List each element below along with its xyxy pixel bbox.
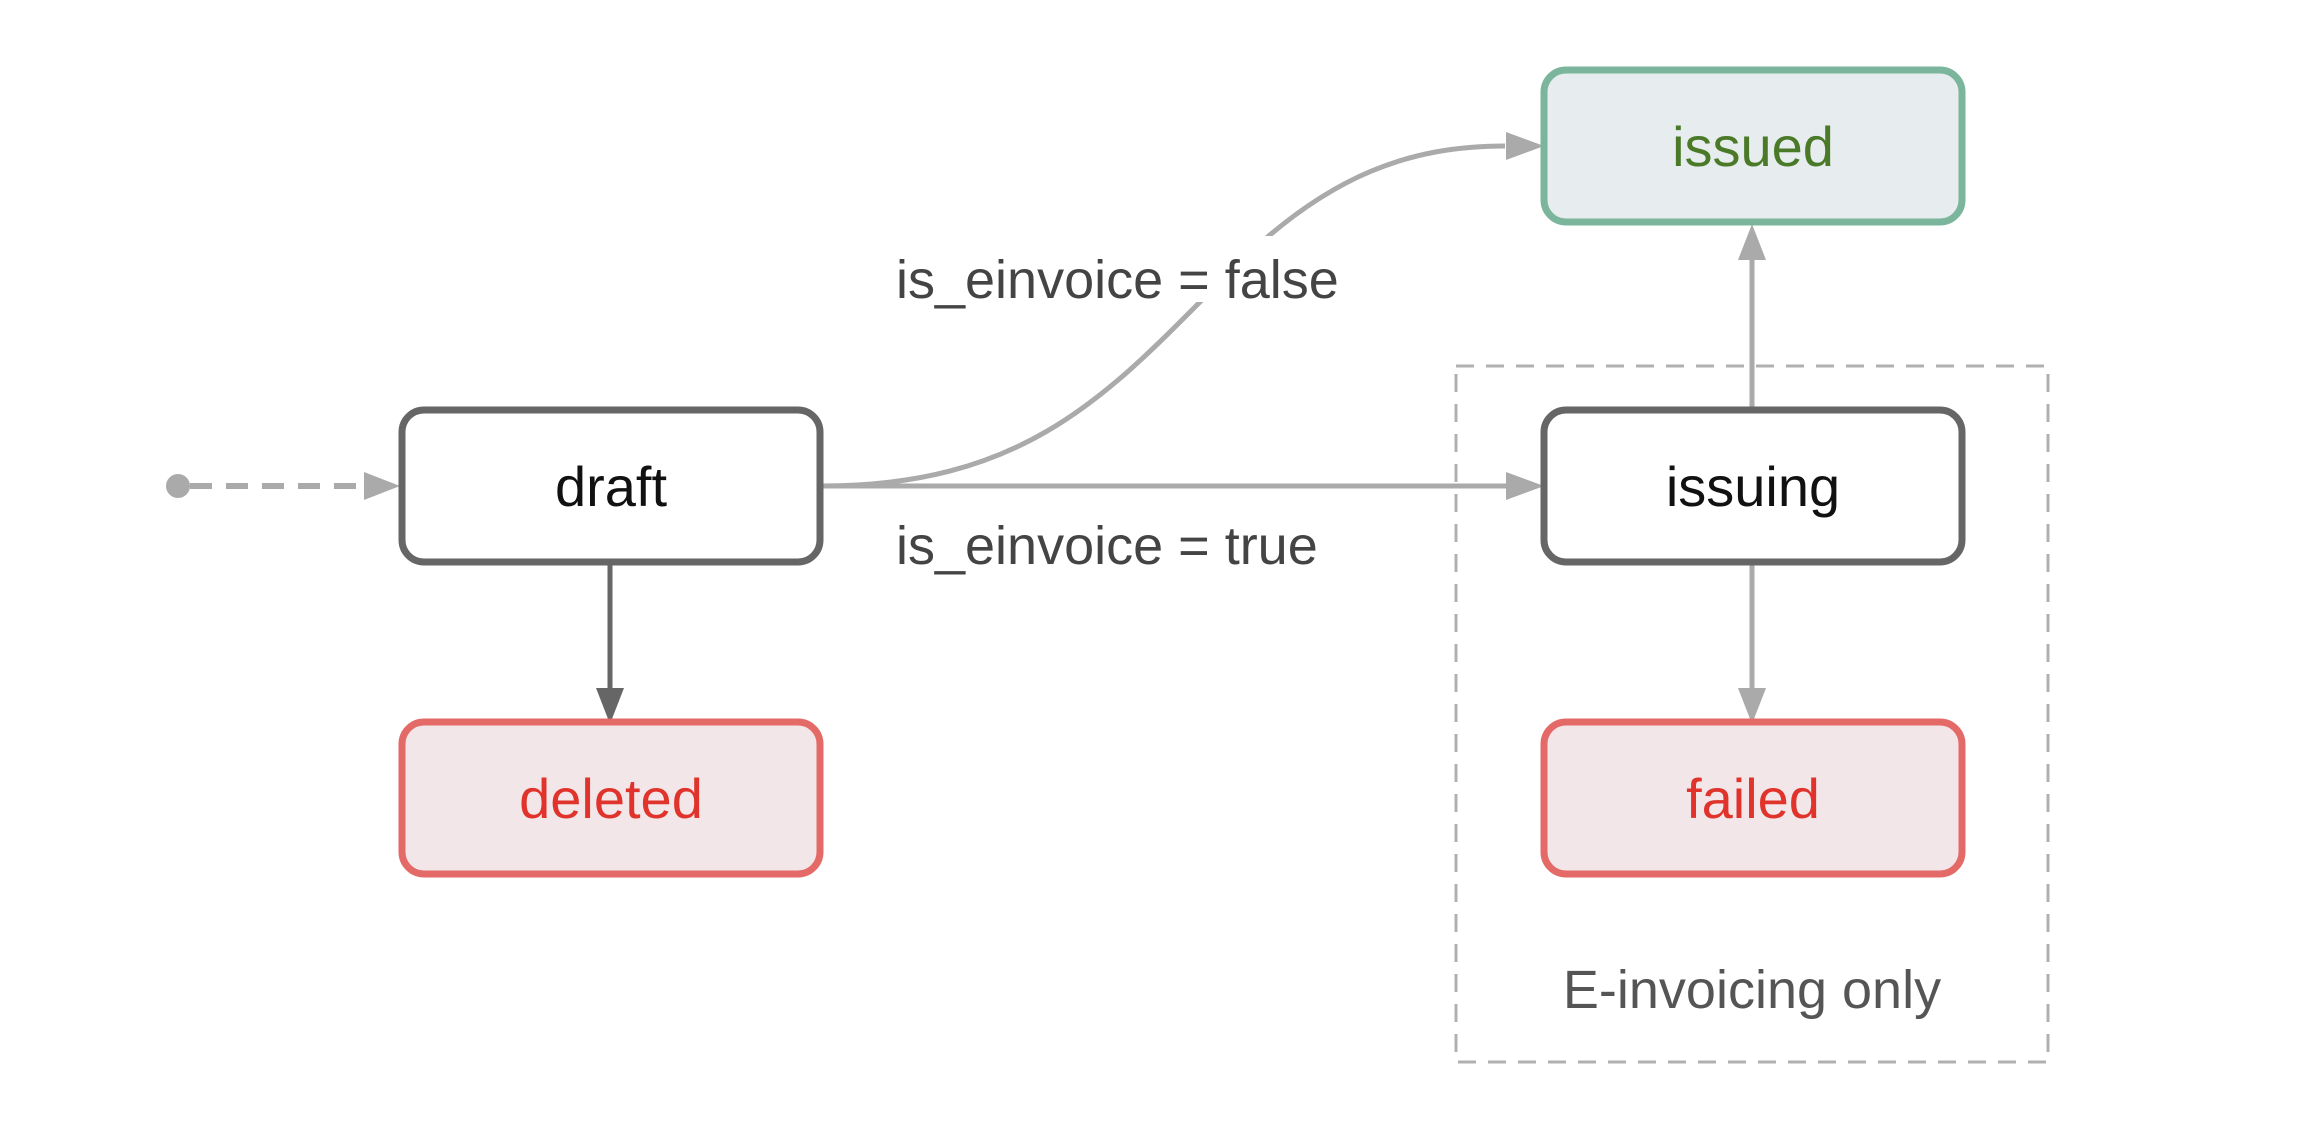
transition-draft-to-issued-label: is_einvoice = false xyxy=(896,250,1339,310)
state-issued: issued xyxy=(1540,66,1966,226)
transition-draft-to-issued-line xyxy=(821,143,1506,489)
state-deleted-label: deleted xyxy=(519,767,703,830)
state-issued-box xyxy=(1540,66,1966,226)
transition-issuing-to-failed-arrowhead xyxy=(1738,688,1766,724)
transition-draft-to-issued-arrowhead xyxy=(1506,132,1544,160)
state-issuing-box xyxy=(1540,406,1966,566)
einvoicing-group-label: E-invoicing only xyxy=(1563,960,1941,1020)
initial-state-dot xyxy=(166,474,190,498)
state-draft: draft xyxy=(398,406,824,566)
state-failed: failed xyxy=(1540,718,1966,878)
state-failed-label: failed xyxy=(1686,767,1820,830)
transition-draft-to-issuing-arrowhead xyxy=(1506,472,1544,500)
state-failed-box xyxy=(1540,718,1966,878)
transition-issuing-to-issued-arrowhead xyxy=(1738,224,1766,260)
state-deleted-box xyxy=(398,718,824,878)
einvoicing-group-box xyxy=(1454,364,2050,1064)
state-issuing-label: issuing xyxy=(1666,455,1840,518)
state-draft-box xyxy=(398,406,824,566)
initial-transition-arrowhead xyxy=(364,472,400,500)
transition-draft-to-deleted-arrowhead xyxy=(596,688,624,724)
transition-draft-to-issuing-label: is_einvoice = true xyxy=(896,516,1318,576)
transition-draft-to-issued-label-bg xyxy=(1186,236,1276,302)
state-deleted: deleted xyxy=(398,718,824,878)
state-issued-label: issued xyxy=(1672,115,1834,178)
state-issuing: issuing xyxy=(1540,406,1966,566)
state-draft-label: draft xyxy=(555,455,667,518)
